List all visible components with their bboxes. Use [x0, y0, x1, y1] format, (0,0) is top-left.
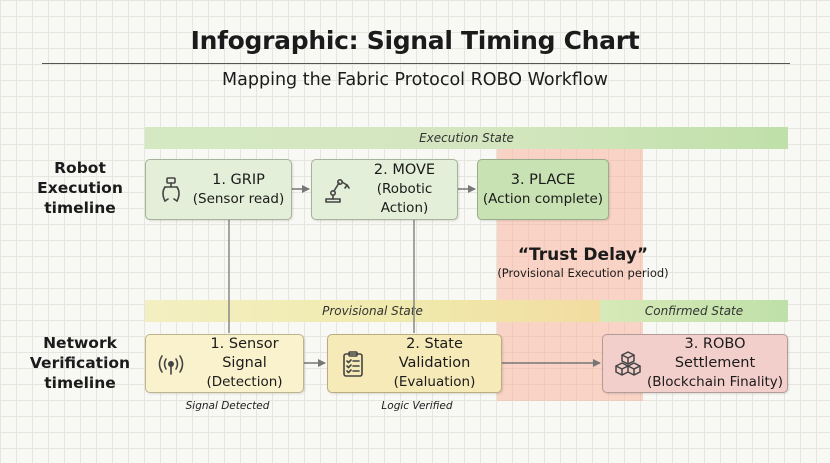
state-validation-detail: (Evaluation)	[393, 374, 476, 390]
gripper-icon	[162, 176, 180, 202]
move-detail: (Robotic Action)	[376, 181, 433, 216]
network-step-state-validation: 2. State Validation (Evaluation)	[327, 334, 502, 393]
place-title: 3. PLACE	[510, 171, 576, 188]
robo-settlement-detail: (Blockchain Finality)	[646, 374, 784, 390]
network-row-label: Network Verification timeline	[29, 334, 131, 392]
title-divider	[42, 63, 790, 64]
grip-detail: (Sensor read)	[192, 190, 285, 207]
provisional-state-label: Provisional State	[322, 304, 423, 318]
robot-step-place: 3. PLACE (Action complete)	[477, 159, 609, 220]
sensor-signal-title: 1. Sensor Signal	[210, 336, 279, 371]
robot-arm-icon	[325, 178, 350, 203]
execution-state-band: Execution State	[145, 127, 788, 149]
state-validation-title: 2. State Validation	[398, 336, 471, 371]
confirmed-state-band: Confirmed State	[600, 300, 788, 322]
network-step-sensor-signal: 1. Sensor Signal (Detection)	[145, 334, 304, 393]
place-detail: (Action complete)	[482, 190, 604, 207]
blocks-icon	[615, 350, 641, 376]
trust-delay-subtitle: (Provisional Execution period)	[497, 266, 669, 280]
grip-title: 1. GRIP	[212, 171, 265, 188]
provisional-state-band: Provisional State	[145, 300, 600, 322]
execution-state-label: Execution State	[419, 131, 514, 145]
sensor-signal-detail: (Detection)	[206, 374, 283, 390]
robo-settlement-title: 3. ROBO Settlement	[674, 336, 756, 371]
page-title: Infographic: Signal Timing Chart	[190, 26, 640, 55]
signal-icon	[158, 354, 184, 375]
confirmed-state-label: Confirmed State	[644, 304, 744, 318]
page-subtitle: Mapping the Fabric Protocol ROBO Workflo…	[222, 70, 608, 90]
logic-verified-caption: Logic Verified	[381, 400, 453, 412]
move-title: 2. MOVE	[373, 162, 436, 178]
robot-step-move: 2. MOVE (Robotic Action)	[311, 159, 458, 220]
signal-detected-caption: Signal Detected	[185, 400, 270, 412]
clipboard-icon	[343, 350, 363, 377]
robot-row-label: Robot Execution timeline	[37, 159, 123, 217]
network-step-robo-settlement: 3. ROBO Settlement (Blockchain Finality)	[602, 334, 788, 393]
robot-step-grip: 1. GRIP (Sensor read)	[145, 159, 292, 220]
trust-delay-title: “Trust Delay”	[517, 245, 649, 265]
